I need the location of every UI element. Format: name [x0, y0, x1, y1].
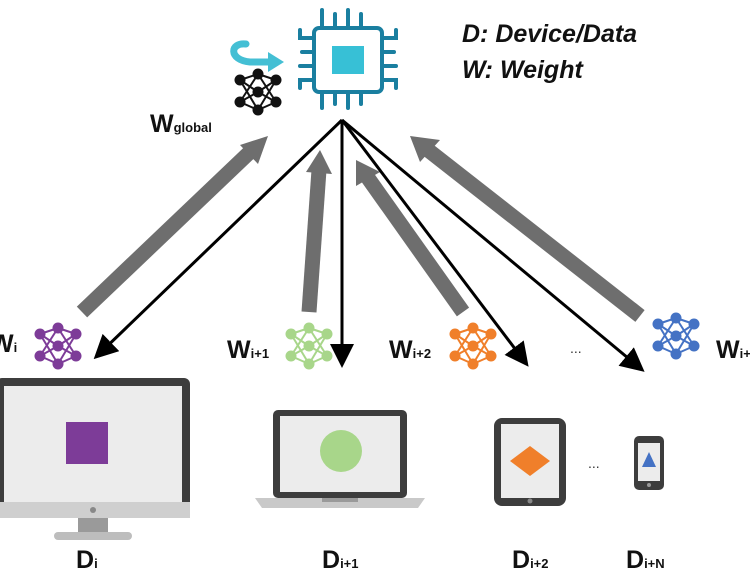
network-node [467, 358, 479, 370]
w-iN-letter: W [716, 336, 740, 364]
network-node [285, 328, 297, 340]
label-w-global: Wglobal [150, 110, 212, 139]
download-arrow-din [341, 118, 645, 372]
upload-arrow-wi1 [301, 150, 332, 313]
cpu-chip-icon [298, 8, 398, 110]
network-node [449, 350, 461, 362]
network-edge [675, 317, 695, 347]
d-iN-subscript: i+N [644, 556, 665, 571]
label-w-i2: Wi+2 [389, 336, 431, 365]
network-node [34, 328, 46, 340]
upload-arrow-wi2 [356, 160, 470, 317]
d-i-subscript: i [94, 556, 98, 571]
network-edge [472, 327, 492, 357]
network-node [670, 348, 682, 360]
download-arrow-di [93, 118, 344, 360]
network-node [303, 340, 315, 352]
refresh-arrow-icon [230, 40, 284, 72]
w-global-subscript: global [173, 120, 212, 135]
download-arrow-di2 [340, 119, 529, 367]
client-network-icon-wi1 [285, 322, 333, 370]
network-edge [290, 327, 310, 357]
w-i-letter: W [0, 330, 14, 358]
d-iN-letter: D [626, 546, 645, 574]
network-node [688, 340, 700, 352]
network-node [303, 358, 315, 370]
network-node [670, 330, 682, 342]
network-node [321, 350, 333, 362]
client-network-icon-win [652, 312, 700, 360]
w-i1-subscript: i+1 [250, 346, 270, 361]
network-node [52, 358, 64, 370]
network-node [70, 350, 82, 362]
network-edge [657, 323, 677, 355]
network-node [467, 340, 479, 352]
d-i1-letter: D [322, 546, 341, 574]
upload-arrow-win [410, 136, 645, 322]
ellipsis-devices: ... [588, 455, 600, 471]
w-i-subscript: i [13, 340, 18, 355]
phone-icon [634, 436, 664, 490]
network-edge [657, 317, 677, 347]
label-d-i: Di [76, 546, 98, 575]
network-node [52, 322, 64, 334]
w-iN-subscript: i+N [739, 346, 750, 361]
network-node [285, 350, 297, 362]
client-network-icon-wi2 [449, 322, 497, 370]
label-w-i: Wi [0, 330, 17, 359]
network-edge [454, 327, 474, 357]
global-neural-network-icon [234, 68, 282, 116]
network-edge [57, 327, 77, 357]
d-i2-letter: D [512, 546, 531, 574]
network-node [467, 322, 479, 334]
network-edge [308, 333, 328, 365]
network-edge [290, 333, 310, 365]
network-node [485, 350, 497, 362]
label-w-iN: Wi+N [716, 336, 750, 365]
network-edge [308, 327, 328, 357]
upload-arrows [76, 136, 645, 322]
tablet-icon [494, 418, 566, 506]
network-edge [454, 333, 474, 365]
network-edge [57, 333, 77, 365]
w-i2-letter: W [389, 336, 413, 364]
download-arrows [93, 118, 645, 372]
d-i2-subscript: i+2 [530, 556, 549, 571]
network-node [688, 318, 700, 330]
label-d-i1: Di+1 [322, 546, 359, 575]
client-network-icon-wi [34, 322, 82, 370]
network-node [34, 350, 46, 362]
network-node [652, 340, 664, 352]
network-node [70, 328, 82, 340]
w-i2-subscript: i+2 [412, 346, 432, 361]
ellipsis-weights: ... [570, 340, 582, 356]
w-i1-letter: W [227, 336, 251, 364]
laptop-icon [255, 410, 425, 508]
upload-arrow-wi [76, 136, 268, 318]
d-i-letter: D [76, 546, 95, 574]
network-edge [675, 323, 695, 355]
network-node [449, 328, 461, 340]
label-w-i1: Wi+1 [227, 336, 269, 365]
network-node [670, 312, 682, 324]
network-edge [39, 333, 59, 365]
network-node [485, 328, 497, 340]
d-i1-subscript: i+1 [340, 556, 359, 571]
legend-weight: W: Weight [462, 56, 583, 84]
label-d-iN: Di+N [626, 546, 665, 575]
network-node [52, 340, 64, 352]
legend-device-data: D: Device/Data [462, 20, 638, 48]
label-d-i2: Di+2 [512, 546, 549, 575]
desktop-monitor-icon [0, 378, 190, 540]
network-node [321, 328, 333, 340]
network-edge [472, 333, 492, 365]
w-global-letter: W [150, 110, 174, 138]
network-node [303, 322, 315, 334]
network-edge [39, 327, 59, 357]
network-node [652, 318, 664, 330]
